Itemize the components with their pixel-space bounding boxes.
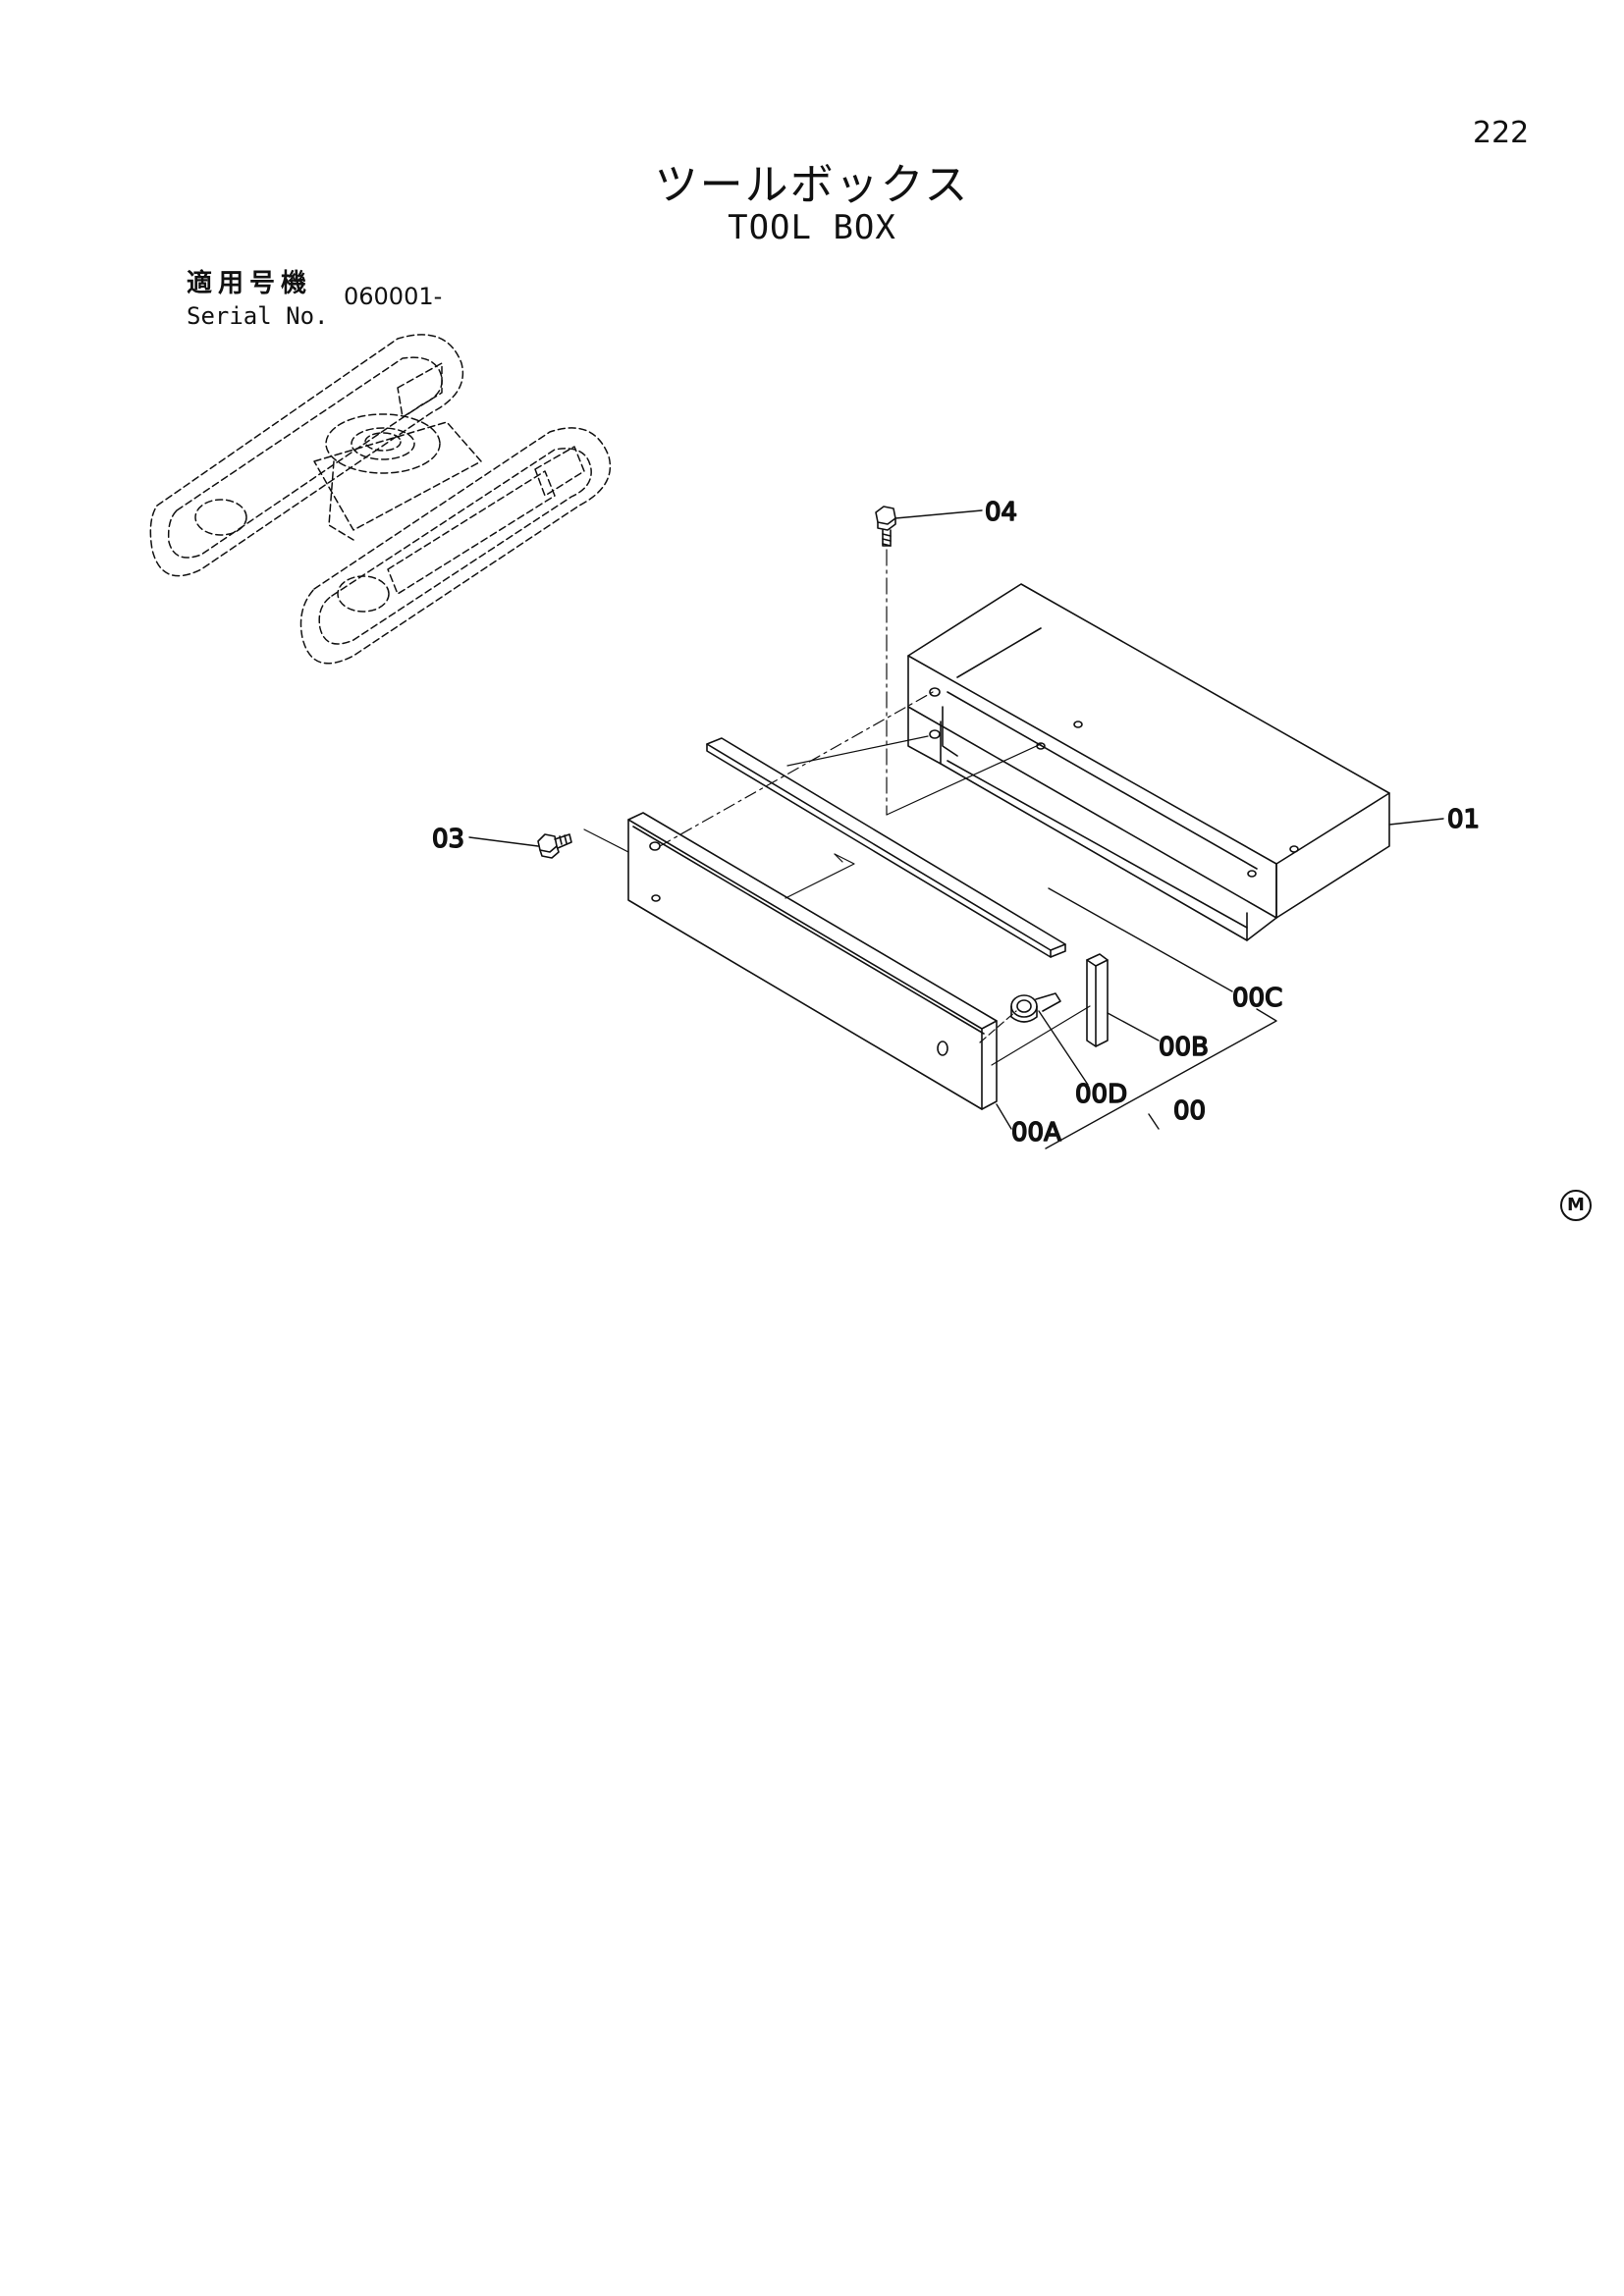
callout-00D: 00D bbox=[1075, 1080, 1127, 1109]
m-mark-symbol: M bbox=[1560, 1190, 1592, 1221]
seal-strip bbox=[706, 737, 1066, 958]
tool-box-body bbox=[907, 583, 1390, 941]
callout-01: 01 bbox=[1447, 805, 1480, 834]
leader-lines bbox=[468, 509, 1444, 1149]
page-title-english: TOOL BOX bbox=[728, 208, 896, 247]
page-number: 222 bbox=[1473, 116, 1530, 150]
callout-03: 03 bbox=[432, 825, 464, 854]
callout-00A: 00A bbox=[1011, 1118, 1061, 1148]
callout-04: 04 bbox=[985, 498, 1017, 527]
callout-00B: 00B bbox=[1159, 1033, 1209, 1062]
machine-location-thumbnail bbox=[149, 334, 612, 665]
tool-box-lid bbox=[627, 812, 998, 1110]
assembly-lines bbox=[583, 549, 1091, 1066]
bolt-03 bbox=[537, 833, 572, 859]
small-plate bbox=[1086, 953, 1109, 1047]
serial-label-english: Serial No. bbox=[187, 302, 329, 330]
page-title-japanese: ツールボックス bbox=[654, 160, 970, 210]
serial-label-japanese: 適用号機 bbox=[187, 269, 313, 298]
callout-00: 00 bbox=[1173, 1096, 1206, 1126]
latch-lock bbox=[1010, 992, 1061, 1023]
serial-number-value: 060001- bbox=[344, 283, 443, 310]
callout-00C: 00C bbox=[1232, 984, 1282, 1013]
bolt-04 bbox=[875, 506, 896, 547]
